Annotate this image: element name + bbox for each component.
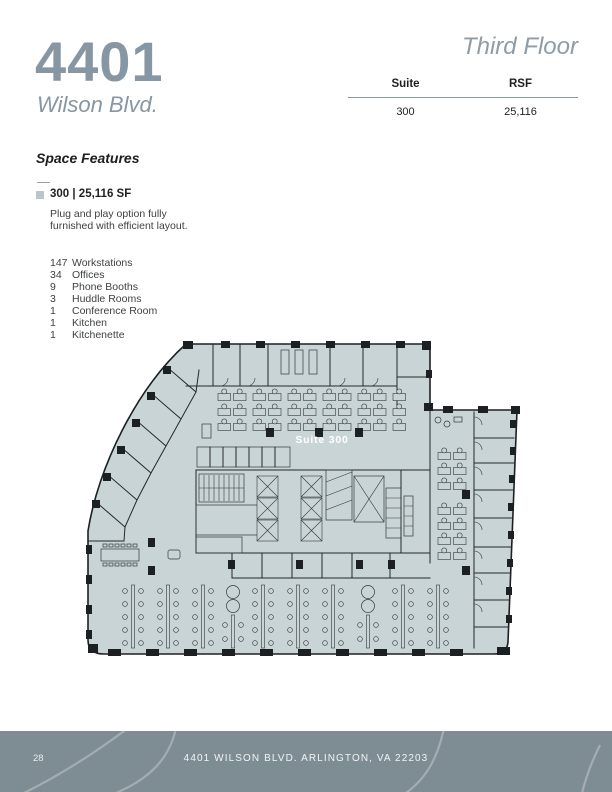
- building-number: 4401: [35, 30, 164, 93]
- conference-table: [100, 423, 212, 567]
- phone-booths: [196, 446, 291, 468]
- page-number: 28: [33, 753, 44, 764]
- divider-dash: [37, 182, 50, 183]
- space-features-title: Space Features: [36, 150, 140, 166]
- rsf-column-header: RSF: [509, 78, 532, 90]
- interior-walls: [87, 343, 515, 649]
- building-street: Wilson Blvd.: [37, 92, 158, 117]
- benching-workstations: [122, 584, 449, 649]
- footer-address: 4401 WILSON BLVD. ARLINGTON, VA 22203: [183, 753, 429, 764]
- suite-heading: 300 | 25,116 SF: [50, 188, 132, 200]
- columns: [86, 341, 520, 656]
- suite-value: 300: [396, 106, 415, 118]
- training-room: [280, 349, 318, 375]
- footer-bar: 28 4401 WILSON BLVD. ARLINGTON, VA 22203: [0, 731, 612, 792]
- footer-swoosh-graphic: [23, 731, 601, 792]
- building-core: [195, 469, 414, 554]
- floor-title: Third Floor: [461, 33, 578, 60]
- suite-column-header: Suite: [391, 78, 420, 90]
- suite-300-label: Suite 300: [295, 434, 348, 446]
- rsf-value: 25,116: [504, 106, 537, 118]
- suite-description: Plug and play option fully furnished wit…: [50, 208, 188, 233]
- suite-table: Suite RSF 300 25,116: [348, 78, 578, 118]
- workstation-clusters-top: [218, 388, 406, 431]
- workstation-clusters-right: [434, 416, 466, 560]
- door-arcs: [219, 377, 483, 613]
- suite-bullet-marker: [36, 191, 44, 199]
- table-row: 300 25,116: [348, 106, 578, 118]
- table-rule: [348, 97, 578, 98]
- building-outline: [87, 343, 518, 655]
- elevator-bank: [256, 475, 323, 542]
